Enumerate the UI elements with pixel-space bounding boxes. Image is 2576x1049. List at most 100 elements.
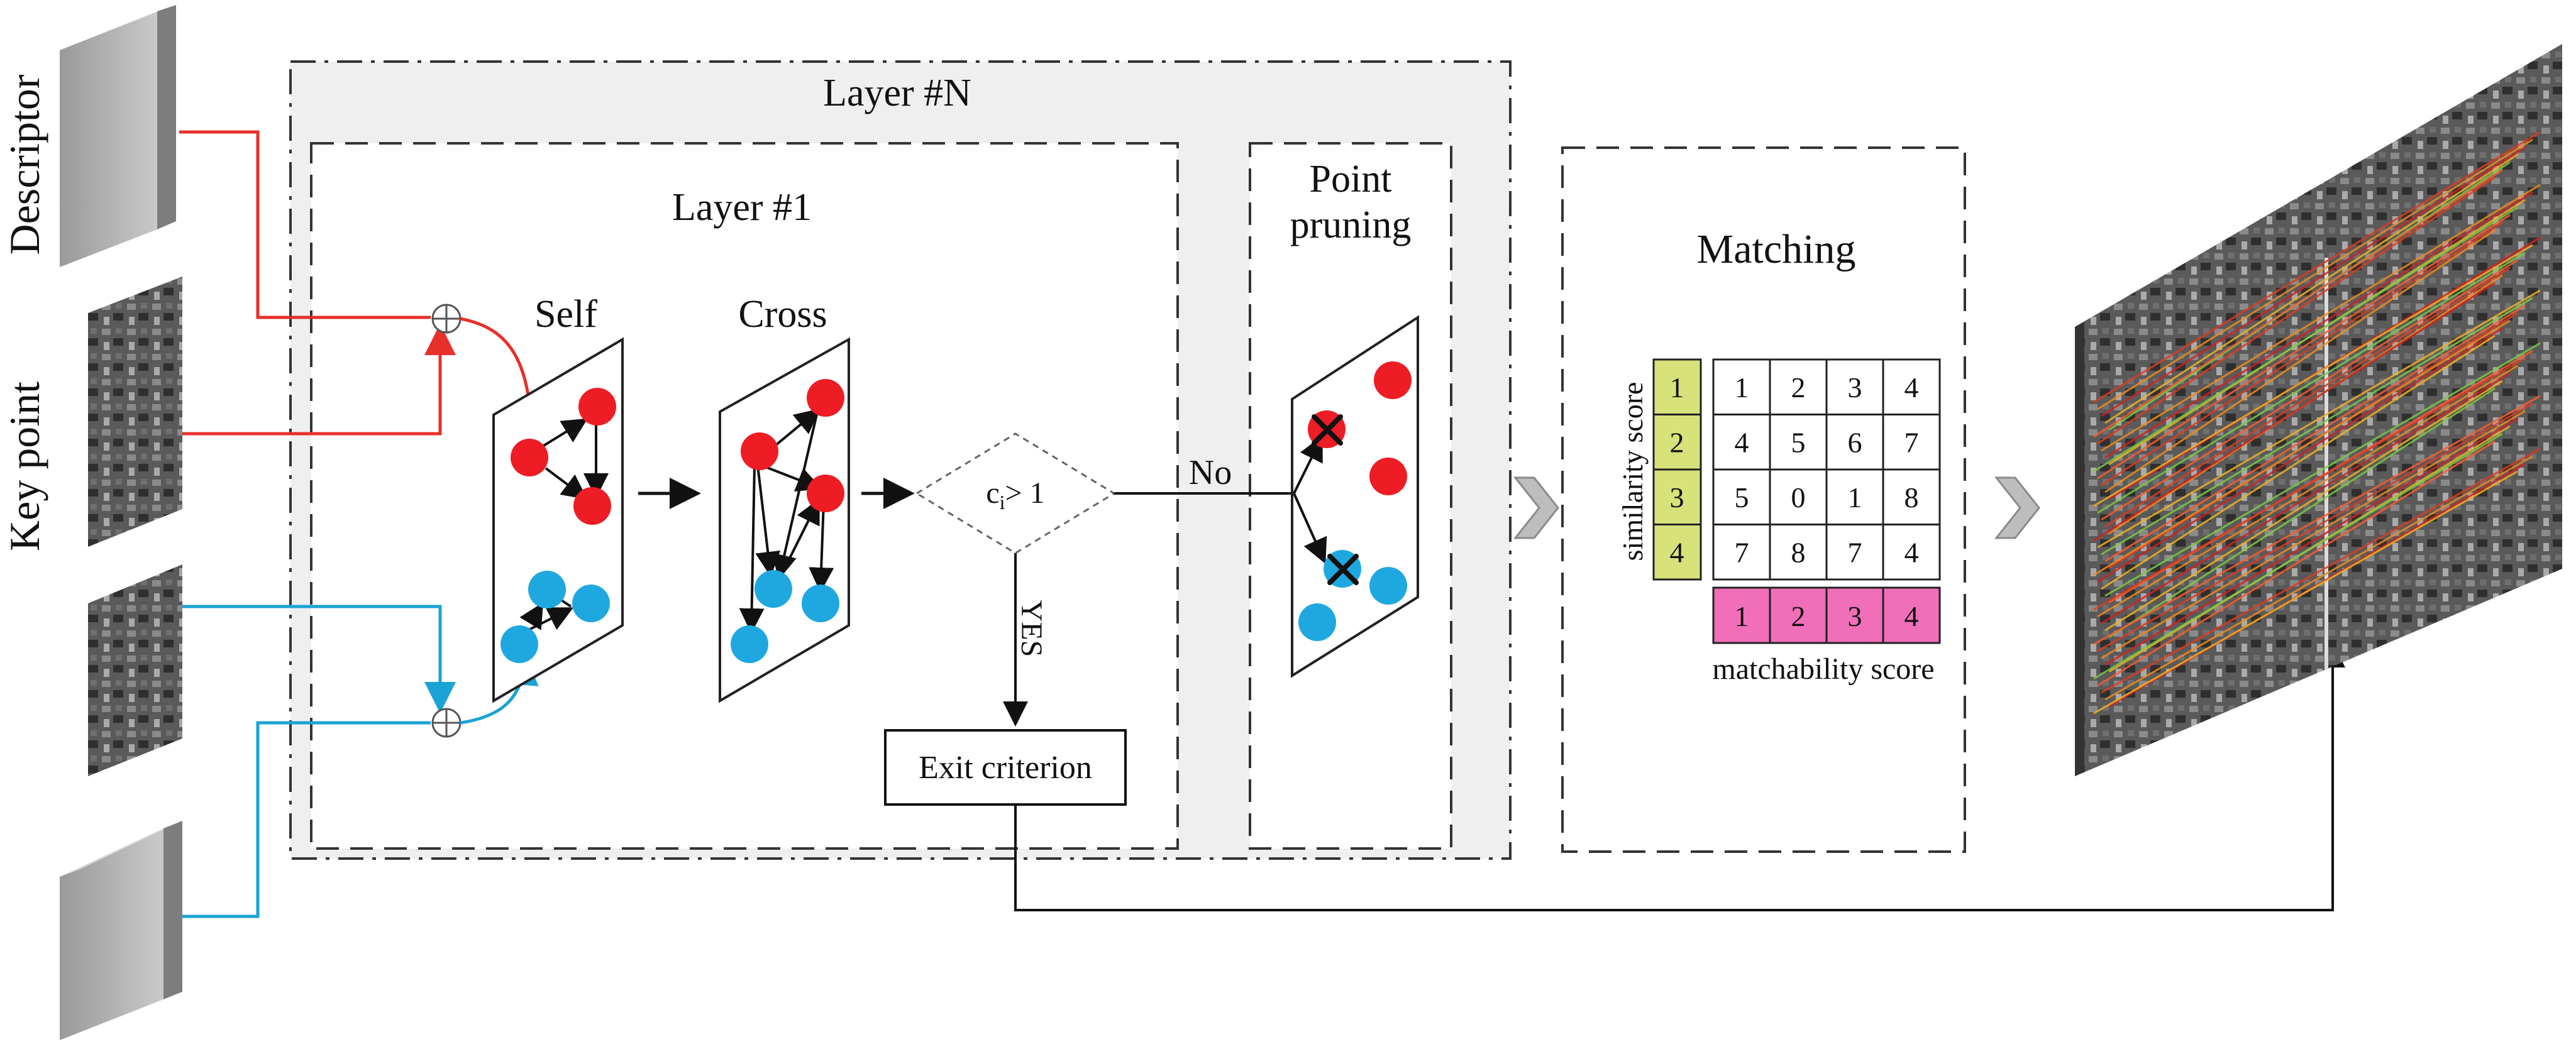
matchability-cell: 2 (1791, 600, 1806, 632)
match-line (2097, 365, 2518, 618)
similarity-cell: 4 (1670, 537, 1684, 569)
exit-to-output-line (1014, 642, 2345, 911)
matrix-cell: 3 (1848, 371, 1862, 404)
match-line (2097, 251, 2526, 514)
match-line (2093, 131, 2541, 404)
matrix-cell: 4 (1735, 427, 1749, 459)
similarity-column: 1 2 3 4 (1652, 358, 1702, 581)
descriptor-blue-line (182, 721, 431, 918)
similarity-score-label: similarity score (1617, 382, 1649, 561)
matrix-cell: 7 (1904, 427, 1919, 459)
descriptor-red-line (179, 130, 431, 319)
keypoint-blue-line (182, 605, 456, 713)
similarity-cell: 1 (1670, 371, 1684, 404)
match-line (2101, 146, 2526, 417)
matrix-cell: 2 (1791, 371, 1806, 404)
matrix-cell: 4 (1904, 537, 1919, 569)
match-line (2093, 319, 2511, 576)
match-line (2097, 440, 2496, 687)
matchability-row: 1 2 3 4 (1712, 586, 1941, 644)
match-line (2093, 357, 2526, 611)
match-line (2097, 327, 2503, 583)
match-line (2104, 266, 2511, 528)
match-line (2104, 455, 2533, 701)
match-line (2104, 304, 2526, 563)
add-blue-icon (431, 708, 462, 738)
matrix-cell: 6 (1848, 427, 1862, 459)
match-line (2093, 244, 2533, 507)
self-blue-points (500, 571, 610, 663)
matrix-cell: 8 (1791, 537, 1806, 569)
self-label: Self (534, 293, 597, 336)
similarity-cell: 3 (1670, 481, 1684, 514)
matrix-cell: 5 (1735, 481, 1749, 514)
cross-label: Cross (738, 293, 827, 336)
match-line (2097, 214, 2511, 480)
match-line (2104, 417, 2518, 666)
self-red-points (511, 388, 616, 525)
match-line (2093, 282, 2496, 542)
matched-output-image (2075, 44, 2562, 776)
matrix-cell: 5 (1791, 427, 1806, 459)
match-line (2097, 402, 2533, 652)
exit-criterion-label: Exit criterion (919, 750, 1092, 786)
descriptor-block-bottom (60, 821, 182, 1040)
match-line (2104, 191, 2533, 459)
matchability-cell: 4 (1904, 600, 1919, 632)
match-line (2104, 380, 2503, 632)
pruned-cross-icon (1327, 554, 1359, 585)
matrix-cell: 0 (1791, 481, 1806, 514)
condition-text: ci> 1 (986, 476, 1044, 514)
match-line (2101, 184, 2541, 452)
match-line (2093, 168, 2503, 438)
add-red-icon (431, 304, 462, 334)
matchability-score-label: matchability score (1712, 652, 1934, 686)
match-line (2101, 334, 2496, 590)
similarity-cell: 2 (1670, 427, 1684, 459)
descriptor-block-top (60, 5, 176, 267)
exit-criterion-box (884, 729, 1127, 806)
matching-title: Matching (1697, 226, 1856, 272)
matrix-cell: 7 (1735, 537, 1749, 569)
pruning-arrow-down (1293, 493, 1327, 564)
matrix-cell: 1 (1848, 481, 1862, 514)
match-line (2104, 342, 2541, 597)
pruned-cross-icon (1312, 414, 1343, 446)
point-pruning-title-line2: pruning (1290, 204, 1412, 246)
layer-1-title: Layer #1 (672, 186, 812, 229)
match-line (2097, 138, 2533, 410)
descriptor-label: Descriptor (1, 74, 48, 255)
match-line (2101, 221, 2503, 486)
match-line (2101, 372, 2511, 625)
layer-n-title: Layer #N (823, 72, 971, 114)
match-line (2093, 432, 2503, 680)
match-line (2101, 410, 2526, 659)
yes-label: YES (1015, 600, 1048, 657)
match-line (2093, 206, 2518, 473)
match-line (2101, 259, 2518, 521)
match-line (2104, 229, 2496, 493)
pruning-arrow-up (1293, 435, 1323, 494)
matchability-cell: 3 (1848, 600, 1862, 632)
matrix-cell: 7 (1848, 537, 1862, 569)
match-line (2093, 395, 2541, 645)
matrix-cell: 4 (1904, 371, 1919, 404)
keypoint-image-top (88, 277, 182, 547)
matrix-cell: 1 (1735, 371, 1749, 404)
match-line (2097, 176, 2496, 445)
keypoint-red-line (182, 324, 456, 436)
match-line (2108, 387, 2496, 639)
chevron-right-icon (1513, 476, 1559, 539)
keypoint-image-bottom (88, 564, 182, 776)
score-matrix: 1 2 3 4 4 5 6 7 5 0 1 8 7 8 7 4 (1712, 358, 1941, 581)
point-pruning-title-line1: Point (1310, 158, 1392, 200)
match-line (2097, 289, 2541, 549)
cross-connections (739, 408, 834, 634)
key-point-label: Key point (1, 382, 48, 551)
cross-points (731, 379, 844, 663)
matchability-cell: 1 (1735, 600, 1749, 632)
match-line (2101, 297, 2533, 556)
match-line (2101, 448, 2541, 694)
match-line (2093, 470, 2518, 715)
matrix-cell: 8 (1904, 481, 1919, 514)
